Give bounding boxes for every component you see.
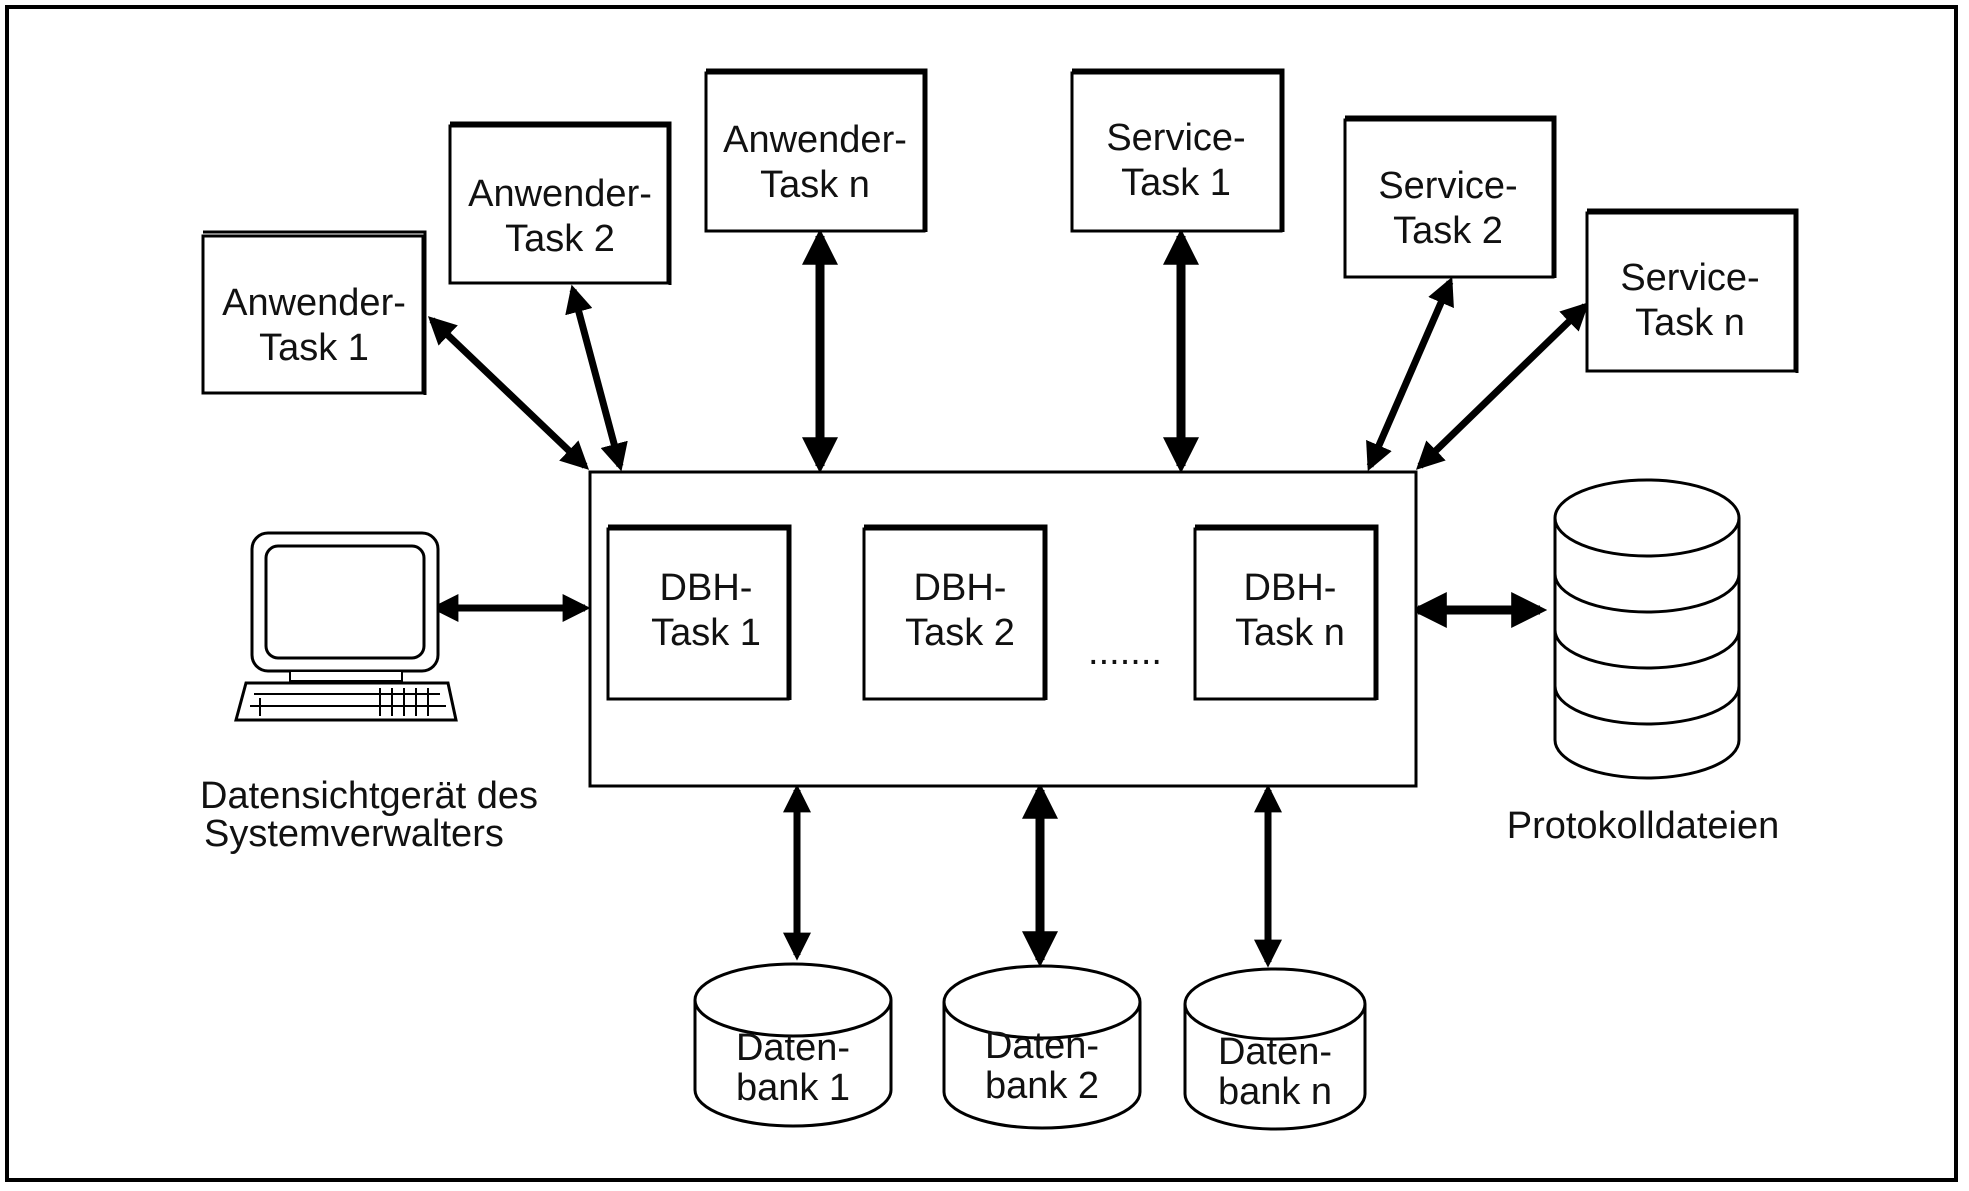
service-task-2-line1: Service-: [1378, 165, 1517, 207]
user-task-1: Anwender- Task 1: [201, 230, 427, 395]
database-n-line1: Daten-: [1218, 1031, 1332, 1073]
user-task-n: Anwender- Task n: [704, 68, 928, 233]
arrow-user-task-2: [565, 284, 628, 472]
user-task-n-line2: Task n: [760, 164, 870, 206]
database-2-line1: Daten-: [985, 1025, 1099, 1067]
database-2-icon: Daten- bank 2: [942, 964, 1142, 1130]
terminal-label-line2: Systemverwalters: [204, 813, 504, 855]
database-1-line1: Daten-: [736, 1027, 850, 1069]
database-n-icon: Daten- bank n: [1183, 967, 1367, 1131]
dbh-task-n-line1: DBH-: [1244, 567, 1337, 609]
dbh-task-1-line1: DBH-: [660, 567, 753, 609]
user-task-1-line1: Anwender-: [222, 282, 406, 324]
service-task-1-line1: Service-: [1106, 117, 1245, 159]
database-1-line2: bank 1: [736, 1067, 850, 1109]
service-task-n-line1: Service-: [1620, 257, 1759, 299]
database-2-line2: bank 2: [985, 1065, 1099, 1107]
service-task-2-line2: Task 2: [1393, 210, 1503, 252]
service-task-n-line2: Task n: [1635, 302, 1745, 344]
dbh-task-1-line2: Task 1: [651, 612, 761, 654]
connection-arrows: [427, 228, 1590, 968]
service-task-1: Service- Task 1: [1070, 68, 1285, 233]
user-task-2-line2: Task 2: [505, 218, 615, 260]
user-task-n-line1: Anwender-: [723, 119, 907, 161]
service-task-1-line2: Task 1: [1121, 162, 1231, 204]
dbh-ellipsis: .......: [1088, 631, 1162, 673]
arrow-user-task-1: [427, 316, 590, 470]
dbh-task-2: DBH- Task 2: [862, 524, 1048, 701]
user-task-2-line1: Anwender-: [468, 173, 652, 215]
log-files-label: Protokolldateien: [1507, 805, 1780, 847]
dbh-container: DBH- Task 1 DBH- Task 2 ....... DBH- Tas…: [588, 470, 1418, 788]
dbh-task-n-line2: Task n: [1235, 612, 1345, 654]
terminal-label-line1: Datensichtgerät des: [200, 775, 538, 817]
dbh-task-n: DBH- Task n: [1193, 524, 1379, 701]
dbh-task-2-line2: Task 2: [905, 612, 1015, 654]
database-1-icon: Daten- bank 1: [693, 962, 893, 1128]
database-n-line2: bank n: [1218, 1071, 1332, 1113]
service-task-n: Service- Task n: [1585, 208, 1799, 373]
dbh-task-2-line1: DBH-: [914, 567, 1007, 609]
log-files-stack-icon: [1553, 478, 1741, 780]
arrow-service-task-n: [1415, 302, 1590, 470]
user-task-1-line2: Task 1: [259, 327, 369, 369]
service-task-2: Service- Task 2: [1343, 115, 1557, 279]
computer-terminal-icon: [234, 531, 458, 722]
user-task-2: Anwender- Task 2: [448, 121, 672, 285]
arrow-service-task-2: [1366, 276, 1454, 472]
dbh-task-1: DBH- Task 1: [606, 524, 792, 701]
